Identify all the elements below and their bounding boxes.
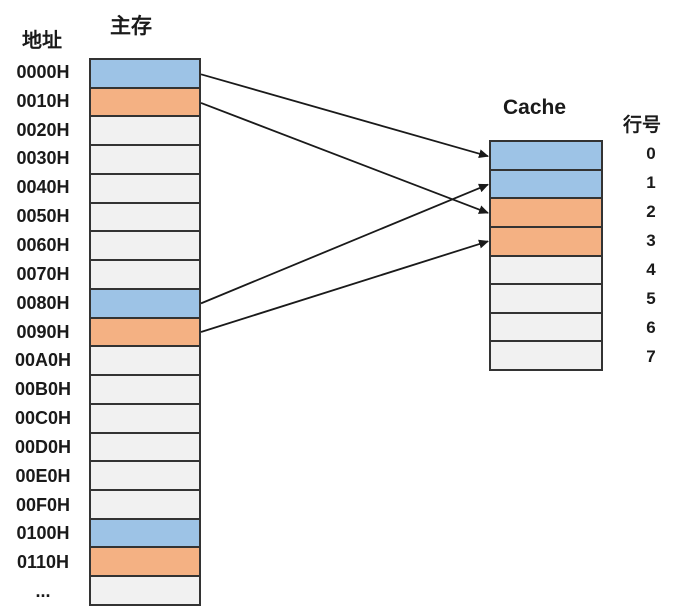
memory-block-row	[91, 117, 199, 147]
memory-block-row	[91, 289, 199, 319]
cache-line-number-label: 3	[646, 231, 656, 251]
memory-block-row	[91, 174, 199, 204]
memory-address-label: 00D0H	[14, 436, 72, 457]
memory-address-label: 0110H	[16, 552, 70, 573]
cache-line-row	[491, 227, 601, 257]
memory-block-row	[91, 577, 199, 604]
cache-column	[489, 140, 603, 371]
cache-line-row	[491, 256, 601, 286]
memory-address-label: 0070H	[16, 263, 70, 284]
memory-address-label: 0010H	[16, 90, 70, 111]
cache-line-row	[491, 285, 601, 314]
main-memory-title: 主存	[110, 15, 152, 38]
memory-block-row	[91, 491, 199, 520]
memory-address-label: 0090H	[16, 321, 70, 342]
line-number-column-title: 行号	[623, 115, 662, 136]
memory-address-label: 0050H	[16, 206, 70, 227]
memory-block-row	[91, 548, 199, 578]
memory-address-label: 0060H	[16, 234, 70, 255]
memory-block-row	[91, 519, 199, 549]
cache-line-number-label: 7	[646, 346, 656, 366]
memory-address-label: 0100H	[16, 523, 70, 544]
memory-block-row	[91, 462, 199, 492]
cache-line-number-label: 5	[646, 288, 656, 308]
memory-address-label: 00E0H	[15, 465, 71, 486]
memory-block-row	[91, 404, 199, 434]
mapping-arrow	[200, 73, 489, 159]
memory-block-row	[91, 318, 199, 348]
main-memory-column	[89, 58, 201, 606]
cache-line-number-label: 6	[646, 317, 656, 337]
mapping-arrow	[200, 239, 489, 333]
memory-block-row	[91, 347, 199, 377]
memory-address-label: 00B0H	[14, 379, 72, 400]
cache-line-number-label: 4	[646, 259, 656, 279]
cache-line-number-label: 2	[646, 202, 656, 222]
memory-address-label: 0030H	[16, 148, 70, 169]
cache-line-number-labels: 0 1 2 3 4 5 6 7	[627, 140, 675, 371]
memory-address-label: 0020H	[16, 119, 70, 140]
memory-block-row	[91, 203, 199, 233]
memory-address-label: 00F0H	[15, 494, 71, 515]
memory-block-row	[91, 261, 199, 290]
memory-address-label: 0040H	[16, 177, 70, 198]
memory-address-label: 00A0H	[14, 350, 72, 371]
mapping-arrow	[200, 183, 489, 305]
memory-block-row	[91, 232, 199, 262]
memory-block-row	[91, 60, 199, 89]
memory-block-row	[91, 433, 199, 463]
memory-block-row	[91, 376, 199, 405]
memory-address-label: 00C0H	[14, 408, 72, 429]
cache-line-number-label: 1	[646, 173, 656, 193]
memory-block-row	[91, 146, 199, 175]
memory-address-labels: 0000H 0010H 0020H 0030H 0040H 0050H 0060H 0070H…	[0, 58, 86, 606]
memory-address-label: 0080H	[16, 292, 70, 313]
cache-line-number-label: 0	[646, 144, 656, 164]
address-column-title: 地址	[22, 30, 62, 52]
cache-line-row	[491, 313, 601, 343]
cache-title: Cache	[503, 96, 567, 119]
memory-address-label: 0000H	[16, 61, 70, 82]
cache-line-row	[491, 199, 601, 228]
cache-line-row	[491, 342, 601, 369]
memory-address-label: ...	[35, 581, 51, 602]
cache-line-row	[491, 170, 601, 200]
memory-block-row	[91, 88, 199, 118]
cache-line-row	[491, 142, 601, 171]
mapping-arrow	[200, 102, 489, 214]
